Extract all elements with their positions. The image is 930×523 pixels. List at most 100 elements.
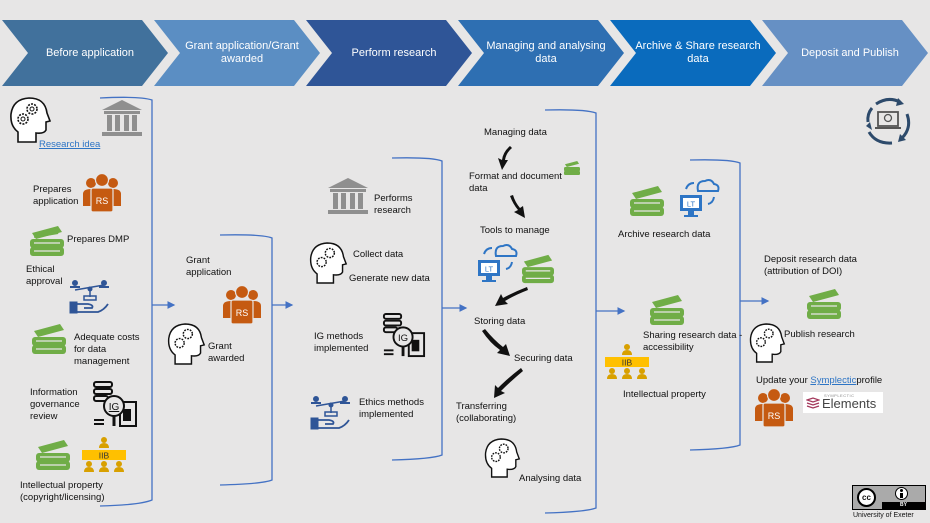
stage-label: Perform research <box>351 46 437 59</box>
cc-by-license-badge: cc BY <box>852 485 926 510</box>
library-books-icon <box>36 440 70 470</box>
institution-building-icon <box>328 178 368 214</box>
bracket-before-application <box>99 96 153 507</box>
chevron-shape <box>610 20 776 86</box>
elements-logo-mark-icon <box>806 397 820 409</box>
stage-label: Deposit and Publish <box>801 46 899 59</box>
grant-application-text: Grant application <box>186 255 232 278</box>
sharing-research-data-text: Sharing research data - accessibility <box>643 330 743 353</box>
format-document-text: Format and document data <box>469 171 562 194</box>
curved-arrow-icon <box>498 146 512 170</box>
lt-badge-text: LT <box>687 200 696 209</box>
research-idea-link[interactable]: Research idea <box>39 139 101 150</box>
intellectual-property-org-icon: IIB <box>82 437 126 472</box>
publish-research-text: Publish research <box>784 329 855 340</box>
ethics-scales-hand-icon <box>310 396 350 430</box>
archive-research-data-text: Archive research data <box>618 229 711 240</box>
it-cloud-sync-icon: LT <box>680 179 720 217</box>
chevron-shape <box>2 20 168 86</box>
elements-logo-text: Elements <box>822 396 877 411</box>
update-suffix: profile <box>856 375 883 386</box>
stage-label: Before application <box>45 46 135 59</box>
institution-building-icon <box>102 100 142 136</box>
library-books-icon <box>807 289 841 319</box>
bracket-grant <box>219 234 273 486</box>
chevron-shape <box>306 20 472 86</box>
chevron-shape <box>458 20 624 86</box>
license-owner-text: University of Exeter <box>853 512 914 519</box>
curved-arrow-icon <box>510 195 525 218</box>
research-services-team-icon: RS <box>223 284 261 325</box>
update-profile-text: Update your Symplecticprofile <box>756 375 882 387</box>
adequate-costs-text: Adequate costs for data management <box>74 332 140 367</box>
ethics-methods-text: Ethics methods implemented <box>359 397 424 420</box>
stage-grant: Grant application/Grant awarded <box>154 20 320 86</box>
cc-icon: cc <box>857 488 876 507</box>
rs-badge-text: RS <box>768 411 781 421</box>
bracket-archive-share <box>689 159 741 451</box>
curved-arrow-icon <box>482 329 510 356</box>
head-gears-icon <box>167 323 206 365</box>
stage-perform-research: Perform research <box>306 20 472 86</box>
intellectual-property-text: Intellectual property (copyright/licensi… <box>20 480 105 503</box>
managing-data-text: Managing data <box>484 127 547 138</box>
elements-small-text: SYMPLECTIC <box>824 393 855 398</box>
library-books-icon <box>32 324 66 354</box>
ig-methods-text: IG methods implemented <box>314 331 369 354</box>
information-governance-icon: IG <box>93 381 137 427</box>
ethics-scales-hand-icon <box>69 280 109 314</box>
review-cycle-laptop-icon <box>866 97 911 145</box>
generate-new-data-text: Generate new data <box>349 273 430 284</box>
iib-badge-text: IIB <box>622 358 633 368</box>
stage-managing: Managing and analysing data <box>458 20 624 86</box>
head-gears-icon <box>10 97 52 143</box>
deposit-research-data-text: Deposit research data (attribution of DO… <box>764 254 857 277</box>
chevron-shape <box>154 20 320 86</box>
symplectic-link[interactable]: Symplectic <box>810 375 857 386</box>
rs-badge-text: RS <box>236 308 249 318</box>
securing-data-text: Securing data <box>514 353 573 364</box>
information-governance-icon: IG <box>382 313 426 358</box>
research-services-team-icon: RS <box>755 387 793 428</box>
transferring-text: Transferring (collaborating) <box>456 401 517 424</box>
symplectic-elements-logo: SYMPLECTIC Elements <box>803 392 883 413</box>
stage-deposit-publish: Deposit and Publish <box>762 20 928 86</box>
analysing-data-text: Analysing data <box>519 473 582 484</box>
research-services-team-icon: RS <box>83 172 121 213</box>
ethical-approval-text: Ethical approval <box>26 264 63 287</box>
head-gears-icon <box>309 242 348 284</box>
head-gears-icon <box>484 438 521 478</box>
stage-label: Archive & Share research data <box>635 40 761 65</box>
by-label: BY <box>882 502 925 509</box>
curved-arrow-icon <box>495 287 528 306</box>
it-cloud-sync-icon: LT <box>478 244 518 282</box>
storing-data-text: Storing data <box>474 316 526 327</box>
information-governance-text: Information governance review <box>30 387 80 422</box>
lt-badge-text: LT <box>485 265 494 274</box>
update-prefix: Update your <box>756 375 811 386</box>
performs-research-text: Performs research <box>374 193 413 216</box>
stage-archive-share: Archive & Share research data <box>610 20 776 86</box>
ig-badge-text: IG <box>109 402 120 413</box>
grant-awarded-text: Grant awarded <box>208 341 245 364</box>
iib-badge-text: IIB <box>99 451 110 461</box>
attribution-person-icon <box>895 487 908 500</box>
library-books-icon <box>650 295 684 325</box>
library-books-icon <box>30 226 64 256</box>
collect-data-text: Collect data <box>353 249 404 260</box>
intellectual-property-org-icon: IIB <box>605 344 649 379</box>
archive-intellectual-property-text: Intellectual property <box>623 389 706 400</box>
rs-badge-text: RS <box>96 196 109 206</box>
prepares-dmp-text: Prepares DMP <box>67 234 130 245</box>
chevron-shape <box>762 20 928 86</box>
head-gears-icon <box>749 323 786 363</box>
stage-before-application: Before application <box>2 20 168 86</box>
stage-label: Grant application/Grant awarded <box>185 40 299 65</box>
curved-arrow-icon <box>494 368 523 398</box>
library-books-icon <box>630 186 664 216</box>
stage-label: Managing and analysing data <box>486 40 606 65</box>
ig-badge-text: IG <box>398 333 408 344</box>
prepares-application-text: Prepares application <box>33 184 79 207</box>
